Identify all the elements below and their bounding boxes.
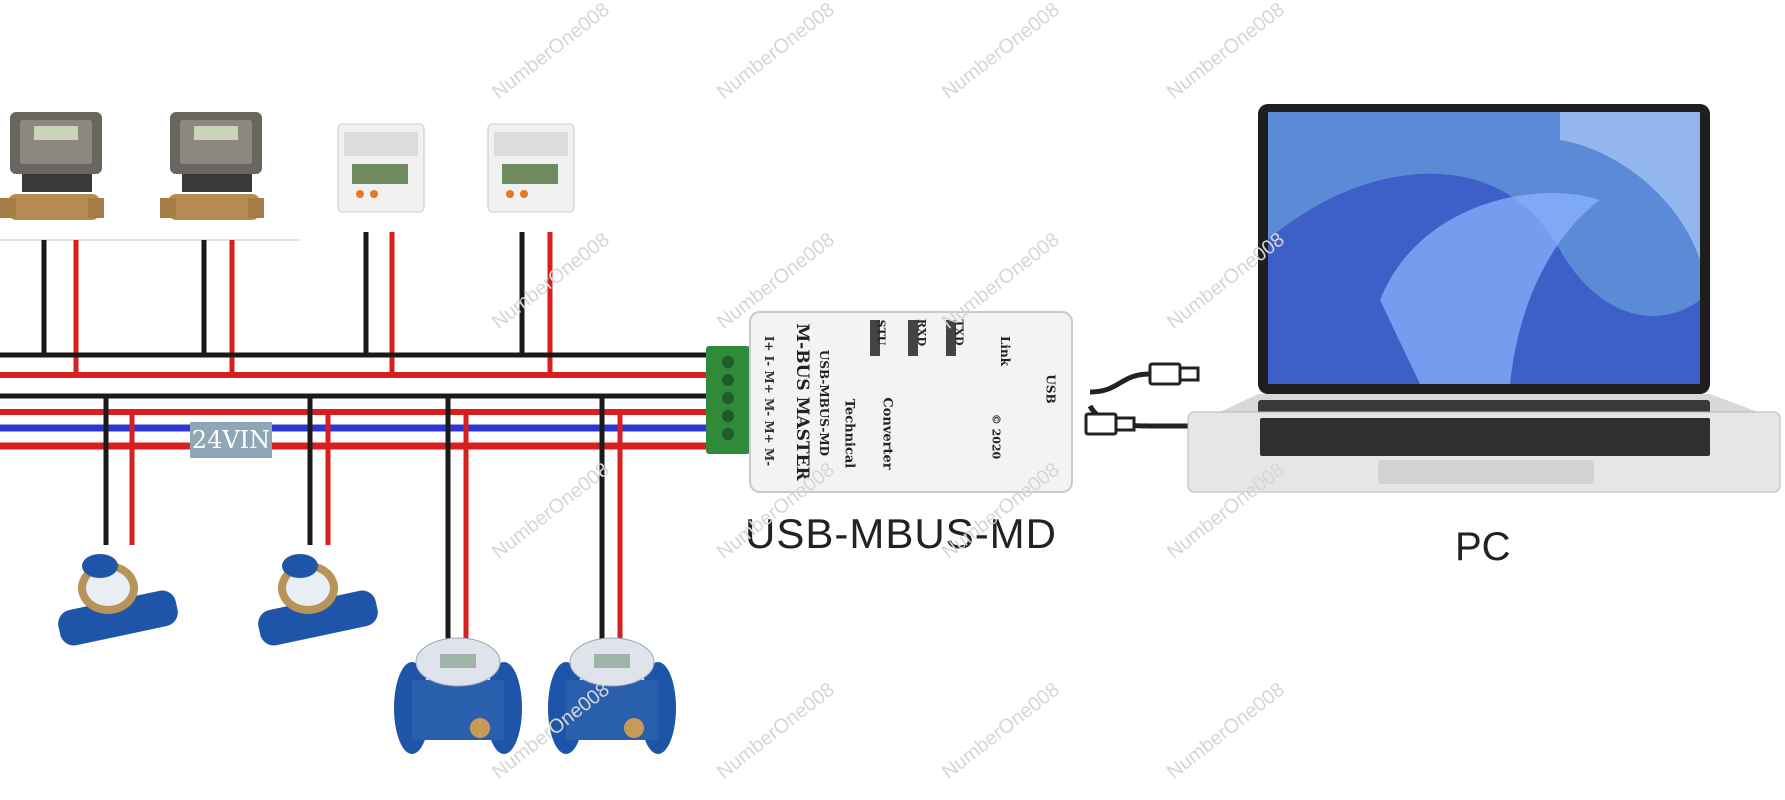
converter-copyright: © 2020	[989, 413, 1003, 460]
indicator-txd-label: TXD	[952, 319, 966, 346]
power-input-label: 24VIN	[190, 422, 272, 458]
converter-caption: USB-MBUS-MD	[745, 510, 1057, 557]
din-meter-2	[487, 123, 575, 213]
indicator-stu-label: STU	[874, 319, 888, 346]
din-meter-1	[337, 123, 425, 213]
converter-line-converter: Converter	[879, 397, 895, 470]
usb-cable	[1084, 362, 1200, 436]
flanged-meter-1	[394, 637, 522, 754]
usb-mbus-converter	[749, 311, 1073, 493]
terminal-block	[706, 346, 750, 454]
lower-drop-wires	[103, 396, 623, 640]
water-meter-2	[258, 554, 378, 646]
converter-title: M-BUS MASTER	[792, 323, 812, 481]
indicator-rxd-label: RXD	[915, 318, 929, 347]
heat-meter-2	[160, 112, 264, 220]
flanged-meter-2	[548, 637, 676, 754]
upper-drop-wires	[41, 232, 553, 375]
mbus-bus-lines	[0, 352, 708, 450]
laptop-pc	[1187, 104, 1781, 493]
usb-port-label: USB	[1043, 374, 1058, 404]
heat-meter-1	[0, 112, 104, 220]
terminal-labels: I+ I- M+ M- M+ M-	[762, 335, 776, 467]
converter-brand: Link	[998, 335, 1013, 367]
water-meter-1	[58, 554, 178, 646]
converter-model: USB-MBUS-MD	[817, 349, 831, 457]
converter-line-technical: Technical	[841, 398, 857, 469]
pc-caption: PC	[1455, 525, 1511, 569]
converter-face-text: I+ I- M+ M- M+ M- M-BUS MASTER USB-MBUS-…	[760, 318, 1060, 482]
